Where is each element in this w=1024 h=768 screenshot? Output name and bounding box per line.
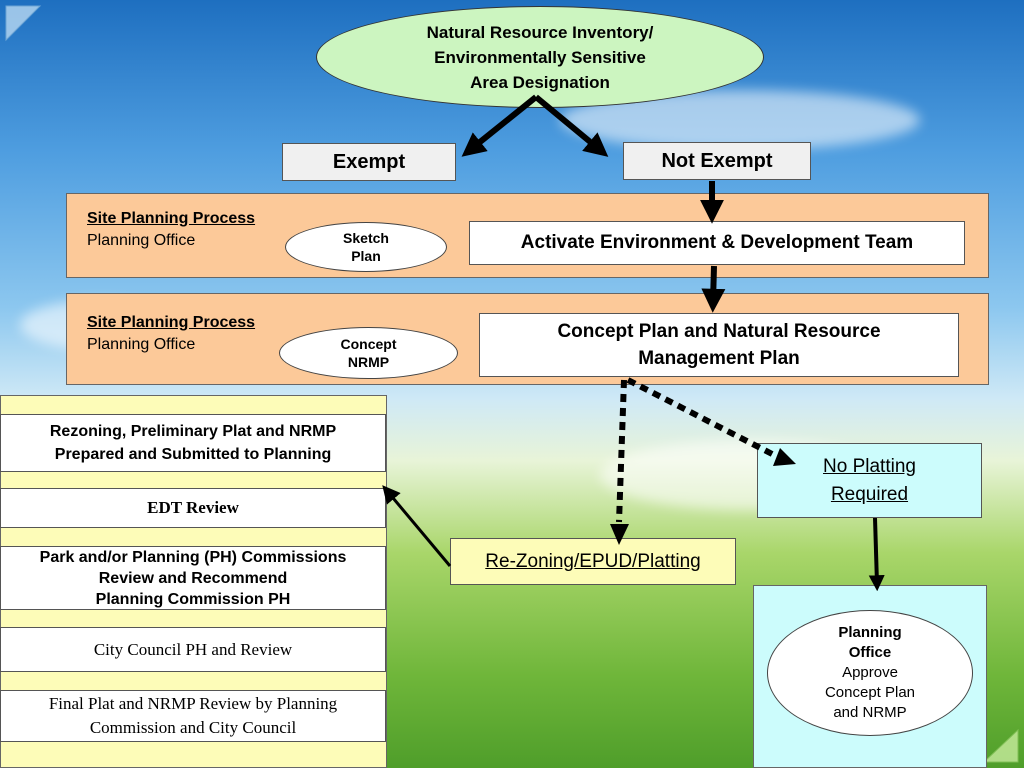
natural-resource-inventory-oval: Natural Resource Inventory/ Environmenta…: [316, 6, 764, 108]
city-council-label: City Council PH and Review: [93, 639, 293, 659]
park-planning-commissions-box: Park and/or Planning (PH) Commissions Re…: [0, 546, 386, 610]
concept-nrmp-label: Concept NRMP: [340, 336, 397, 370]
not-exempt-box: Not Exempt: [623, 142, 811, 180]
band-2-title: Site Planning Process Planning Office: [87, 312, 255, 356]
not-exempt-label: Not Exempt: [661, 149, 773, 172]
city-council-box: City Council PH and Review: [0, 627, 386, 672]
band-1-title-text: Site Planning Process: [87, 210, 256, 227]
no-platting-required-label: No Platting Required: [823, 455, 916, 505]
planning-office-oval: Planning Office Approve Concept Plan and…: [767, 610, 973, 736]
band-2-title-text: Site Planning Process: [87, 314, 256, 331]
activate-edt-box: Activate Environment & Development Team: [469, 221, 965, 265]
edt-review-label: EDT Review: [147, 498, 239, 517]
edt-review-box: EDT Review: [0, 488, 386, 528]
dotted-arrow-to-rezoning: [610, 379, 629, 545]
sketch-plan-label: Sketch Plan: [343, 230, 389, 264]
no-platting-required-box: No Platting Required: [757, 443, 982, 518]
natural-resource-inventory-label: Natural Resource Inventory/ Environmenta…: [426, 22, 654, 92]
arrow-to-not-exempt: [534, 94, 609, 157]
arrow-edt-to-concept-plan: [701, 265, 726, 313]
arrow-no-platting-to-planning-office: [868, 517, 885, 592]
concept-plan-label: Concept Plan and Natural Resource Manage…: [557, 321, 881, 369]
exempt-box: Exempt: [282, 143, 456, 181]
concept-plan-box: Concept Plan and Natural Resource Manage…: [479, 313, 959, 377]
approve-concept-plan-text: Approve Concept Plan and NRMP: [824, 664, 916, 721]
band-2-subtitle-text: Planning Office: [87, 336, 196, 353]
band-1-title: Site Planning Process Planning Office: [87, 208, 255, 252]
final-plat-label: Final Plat and NRMP Review by Planning C…: [48, 694, 338, 737]
rezoning-preliminary-plat-label: Rezoning, Preliminary Plat and NRMP Prep…: [49, 423, 337, 463]
band-1-subtitle-text: Planning Office: [87, 232, 196, 249]
arrow-to-exempt: [461, 94, 538, 157]
planning-office-title: Planning Office: [838, 624, 902, 661]
concept-nrmp-oval: Concept NRMP: [279, 327, 458, 379]
dotted-arrow-to-no-platting: [626, 377, 796, 466]
rezoning-epud-platting-box: Re-Zoning/EPUD/Platting: [450, 538, 736, 585]
rezoning-preliminary-plat-box: Rezoning, Preliminary Plat and NRMP Prep…: [0, 414, 386, 472]
sketch-plan-oval: Sketch Plan: [285, 222, 447, 272]
activate-edt-label: Activate Environment & Development Team: [520, 232, 914, 253]
exempt-label: Exempt: [332, 150, 406, 173]
final-plat-box: Final Plat and NRMP Review by Planning C…: [0, 690, 386, 742]
rezoning-epud-platting-label: Re-Zoning/EPUD/Platting: [485, 550, 701, 572]
arrow-rezoning-to-left-panel: [382, 485, 452, 567]
park-planning-commissions-label: Park and/or Planning (PH) Commissions Re…: [39, 548, 347, 608]
